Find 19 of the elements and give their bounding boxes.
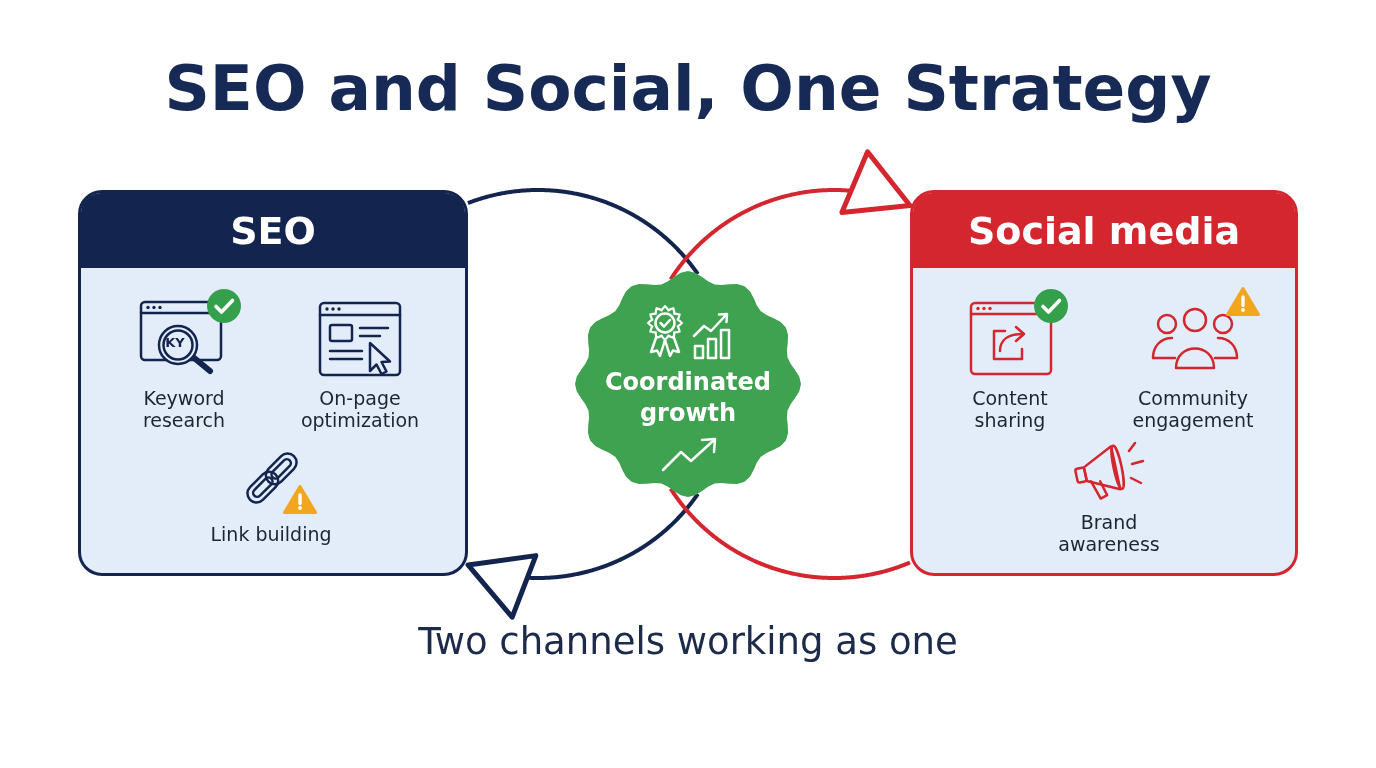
item-label: Content sharing [971,387,1049,431]
item-label: Link building [209,523,333,545]
seal-badge [572,270,804,498]
item-label: Keyword research [141,387,227,431]
card-title: Social media [967,208,1241,253]
diagram-title: SEO and Social, One Strategy [164,54,1212,124]
item-label: Brand awareness [1057,511,1161,555]
curved-line [467,188,700,276]
item-label: On-page optimization [299,387,421,431]
card-panel [78,190,468,576]
curved-line [668,487,911,580]
card-title: SEO [230,208,316,253]
badge-label: Coordinated growth [603,367,772,429]
magnifier-text: KY [165,334,185,350]
diagram-caption: Two channels working as one [418,620,958,664]
item-label: Community engagement [1131,387,1255,431]
curved-arrow [465,492,700,620]
card-panel [910,190,1298,576]
curved-arrow [668,149,913,281]
